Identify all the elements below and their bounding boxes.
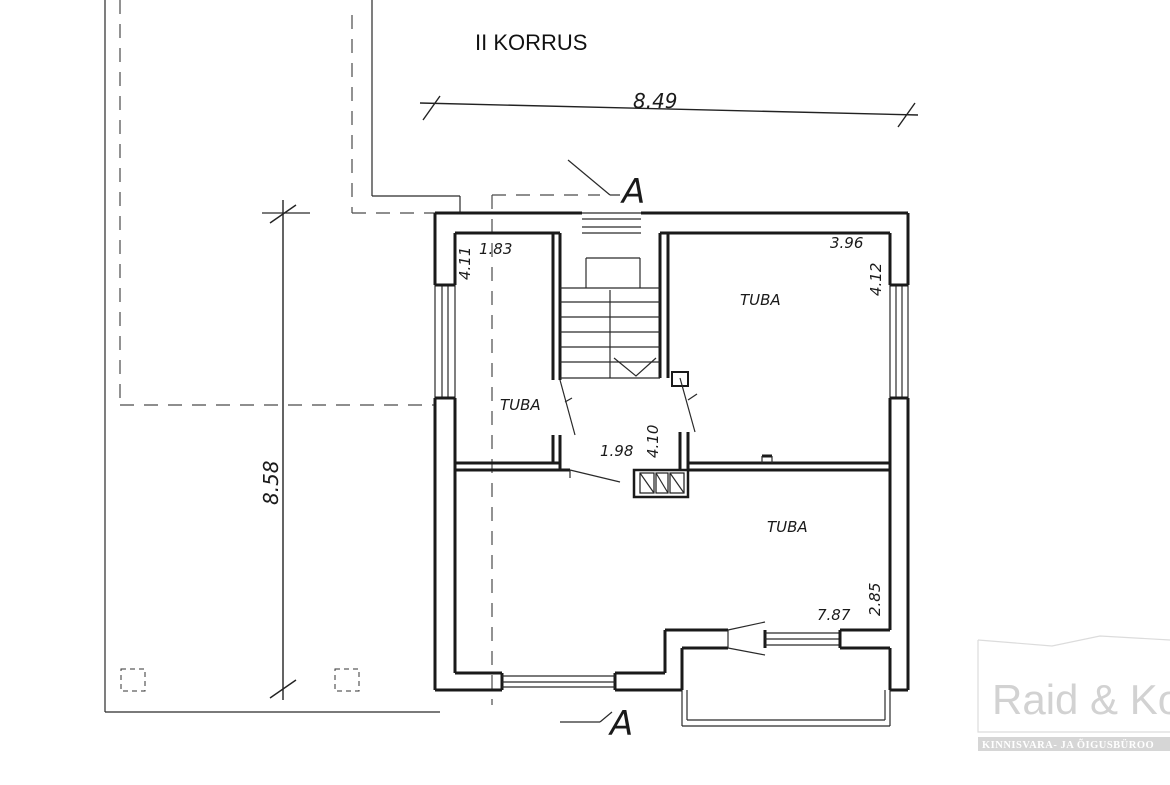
post-symbols [120,668,360,692]
watermark-brand: Raid & Ko [992,676,1170,723]
doors [559,377,698,483]
lower-floor-lines [104,0,461,713]
room-right-label: TUBA [740,291,781,309]
depth-dimension: 8.58 [259,200,310,700]
room-large-depth: 2.85 [866,583,884,616]
lower-floor-outline [119,0,600,705]
outer-walls [433,211,910,692]
floor-title: II KORRUS [475,30,587,55]
room-large-width: 7.87 [817,606,851,624]
hall-depth: 4.10 [644,425,662,458]
section-marker-top: A [567,159,645,212]
chimney [632,468,690,499]
room-large-label: TUBA [767,518,808,536]
width-dimension-label: 8.49 [633,89,678,113]
room-large: TUBA 7.87 2.85 [767,518,884,624]
hall: 1.98 4.10 [600,425,662,460]
watermark-tagline: KINNISVARA- JA ÕIGUSBÜROO [982,738,1154,751]
balcony [681,690,891,727]
staircase [560,257,660,379]
hall-width: 1.98 [600,442,633,460]
section-marker-bottom-label: A [608,704,633,744]
section-marker-top-label: A [620,172,645,212]
interior-walls [455,233,890,472]
room-small: TUBA 1.83 4.11 [456,240,541,414]
room-right-depth: 4.12 [867,263,885,296]
section-marker-bottom: A [560,704,633,744]
room-right-width: 3.96 [830,234,863,252]
depth-dimension-label: 8.58 [259,460,283,505]
room-right: TUBA 3.96 4.12 [740,234,885,309]
watermark-logo: Raid & Ko KINNISVARA- JA ÕIGUSBÜROO [977,635,1170,751]
width-dimension: 8.49 [419,89,919,128]
room-small-label: TUBA [500,396,541,414]
room-small-width: 1.83 [479,240,512,258]
room-small-depth: 4.11 [456,247,474,280]
